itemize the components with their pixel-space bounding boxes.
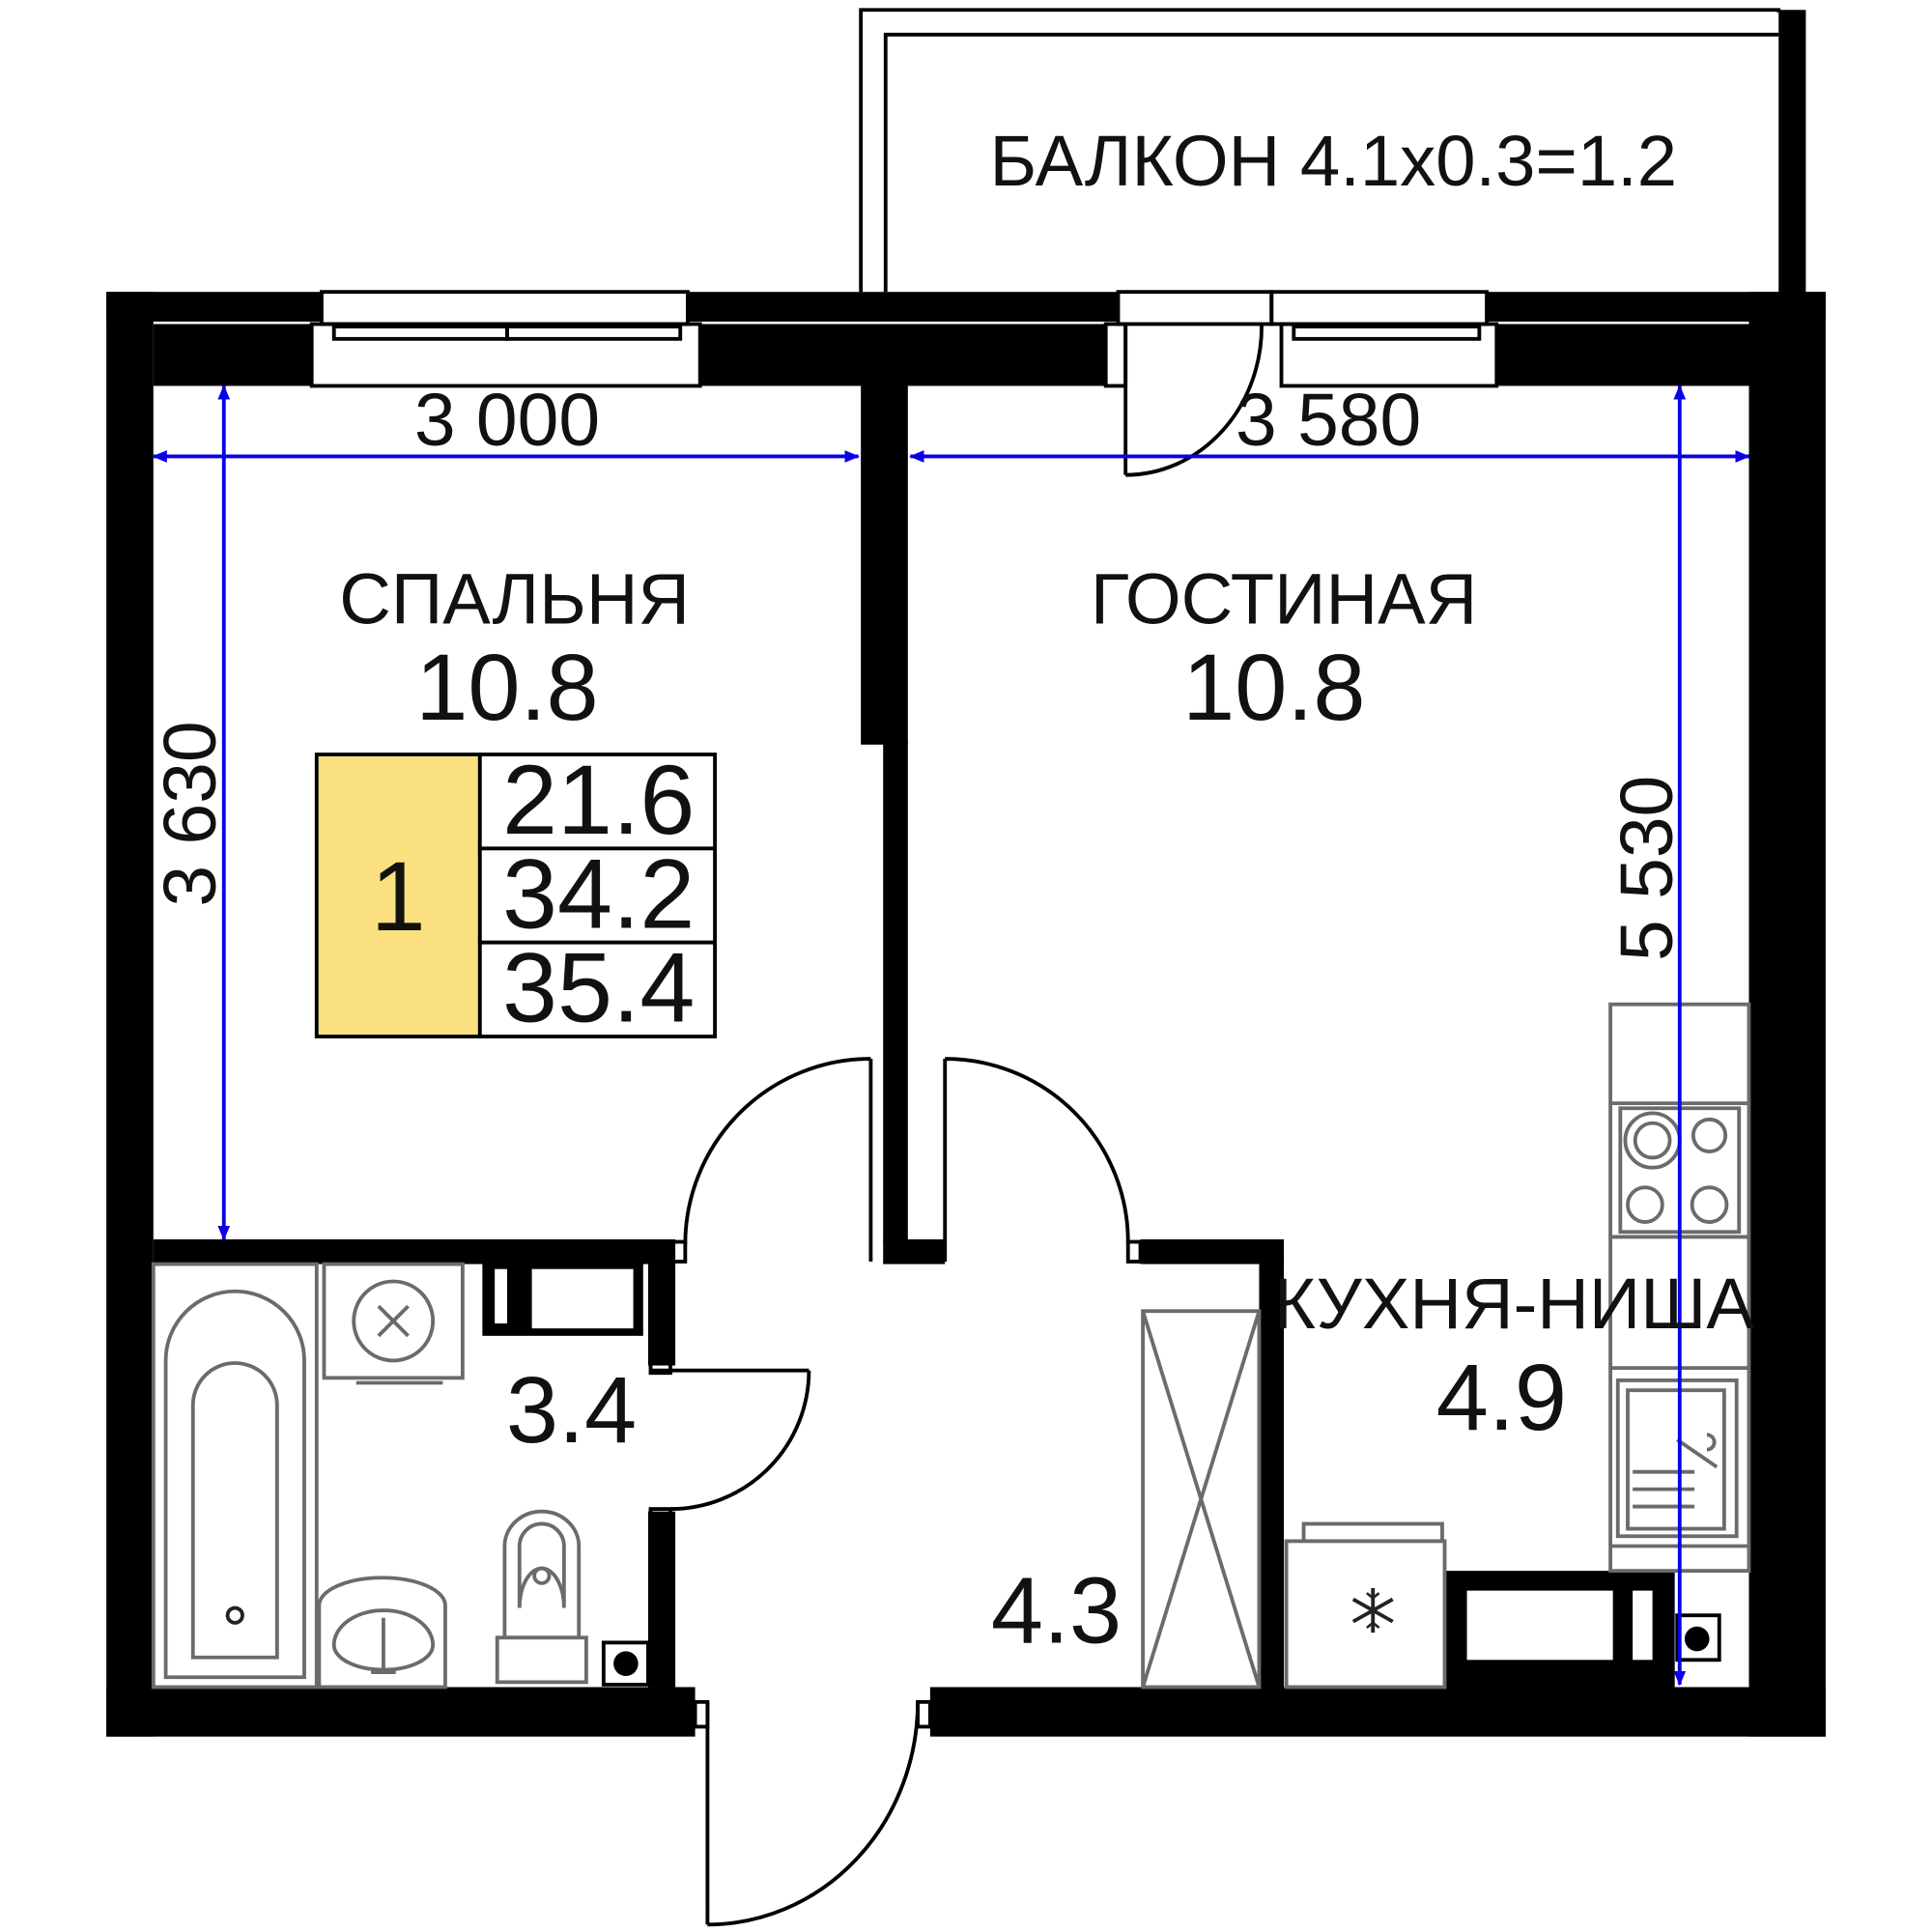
area-summary-table: 1 21.6 34.2 35.4 bbox=[314, 744, 717, 1043]
kitchen-area: 4.9 bbox=[1436, 1345, 1567, 1450]
bedroom-width-dimension: 3 000 bbox=[414, 379, 600, 462]
drain-icon bbox=[225, 1605, 244, 1625]
refrigerator bbox=[1284, 1521, 1447, 1690]
hall-area: 4.3 bbox=[991, 1557, 1122, 1662]
door-living bbox=[943, 1057, 1143, 1264]
living-depth-dimension: 5 530 bbox=[1605, 776, 1689, 961]
snowflake-icon bbox=[1351, 1588, 1394, 1634]
living-room-area: 10.8 bbox=[1182, 635, 1365, 740]
bedroom-area: 10.8 bbox=[415, 635, 598, 740]
bedroom-depth-dimension: 3 630 bbox=[149, 721, 232, 906]
total-area-with-balcony: 35.4 bbox=[502, 932, 695, 1043]
dimension-lines bbox=[152, 384, 1750, 1687]
ventilation-fan-icon bbox=[352, 1279, 436, 1363]
total-area: 34.2 bbox=[502, 838, 695, 949]
door-bedroom bbox=[670, 1057, 873, 1264]
bathroom-area: 3.4 bbox=[506, 1357, 637, 1463]
bathroom-duct bbox=[482, 1259, 643, 1336]
window-bedroom bbox=[309, 290, 702, 388]
kitchen-name: КУХНЯ-НИША bbox=[1274, 1264, 1755, 1344]
partition-walls bbox=[153, 385, 1675, 1688]
balcony-label: БАЛКОН 4.1x0.3=1.2 bbox=[990, 121, 1678, 201]
sink bbox=[317, 1576, 447, 1690]
bathtub bbox=[151, 1262, 319, 1690]
door-bathroom bbox=[648, 1358, 811, 1523]
rooms-count: 1 bbox=[371, 840, 426, 952]
toilet bbox=[495, 1509, 588, 1685]
outer-walls bbox=[106, 292, 1826, 1737]
living-area-total: 21.6 bbox=[502, 744, 695, 855]
rooms-count-cell bbox=[314, 753, 482, 1038]
living-width-dimension: 3 580 bbox=[1236, 379, 1421, 462]
balcony-door bbox=[1103, 290, 1274, 477]
wardrobe bbox=[1141, 1309, 1262, 1690]
kitchen-riser bbox=[1675, 1613, 1721, 1662]
door-entrance bbox=[693, 1699, 932, 1927]
living-room-name: ГОСТИНАЯ bbox=[1091, 558, 1477, 639]
bedroom-name: СПАЛЬНЯ bbox=[339, 558, 690, 639]
washing-machine bbox=[322, 1262, 465, 1385]
bathroom-riser bbox=[601, 1640, 650, 1687]
window-living bbox=[1269, 290, 1499, 388]
toilet-icon bbox=[502, 1509, 582, 1640]
balcony bbox=[859, 8, 1806, 295]
